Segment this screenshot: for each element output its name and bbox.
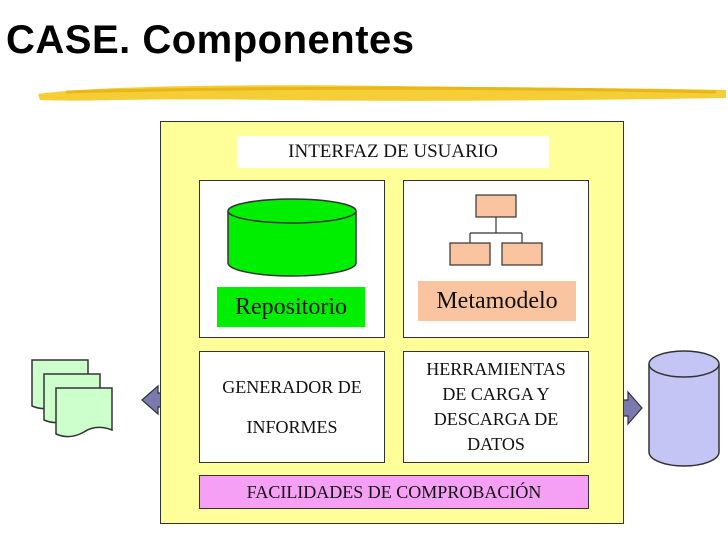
repository-panel: Repositorio <box>199 180 385 338</box>
metamodel-label: Metamodelo <box>436 287 558 314</box>
repository-label: Repositorio <box>235 293 347 320</box>
load-tools-label: HERRAMIENTAS DE CARGA Y DESCARGA DE DATO… <box>404 352 588 462</box>
load-tools-line-1: HERRAMIENTAS <box>426 359 566 379</box>
highlight-stroke <box>38 85 726 101</box>
load-tools-line-4: DATOS <box>467 434 525 454</box>
interface-label: INTERFAZ DE USUARIO <box>288 141 498 162</box>
interface-box: INTERFAZ DE USUARIO <box>237 136 549 168</box>
cylinder-icon <box>227 198 357 277</box>
page-title: CASE. Componentes <box>6 18 415 62</box>
report-generator-line-1: GENERADOR DE <box>222 377 362 397</box>
report-generator-box: GENERADOR DE INFORMES <box>199 351 385 463</box>
hierarchy-icon <box>449 194 543 266</box>
report-generator-line-2: INFORMES <box>246 417 338 437</box>
repository-label-box: Repositorio <box>217 287 365 327</box>
load-tools-box: HERRAMIENTAS DE CARGA Y DESCARGA DE DATO… <box>403 351 589 463</box>
documents-icon <box>31 359 113 438</box>
check-facilities-box: FACILIDADES DE COMPROBACIÓN <box>199 475 589 509</box>
metamodel-panel: Metamodelo <box>403 180 589 338</box>
report-generator-label: GENERADOR DE INFORMES <box>200 352 384 462</box>
metamodel-label-box: Metamodelo <box>418 281 576 321</box>
load-tools-line-2: DE CARGA Y <box>442 384 550 404</box>
load-tools-line-3: DESCARGA DE <box>433 409 559 429</box>
check-facilities-label: FACILIDADES DE COMPROBACIÓN <box>246 481 542 502</box>
case-container: INTERFAZ DE USUARIO Repositorio Metamode… <box>160 121 624 524</box>
database-icon <box>648 350 720 467</box>
